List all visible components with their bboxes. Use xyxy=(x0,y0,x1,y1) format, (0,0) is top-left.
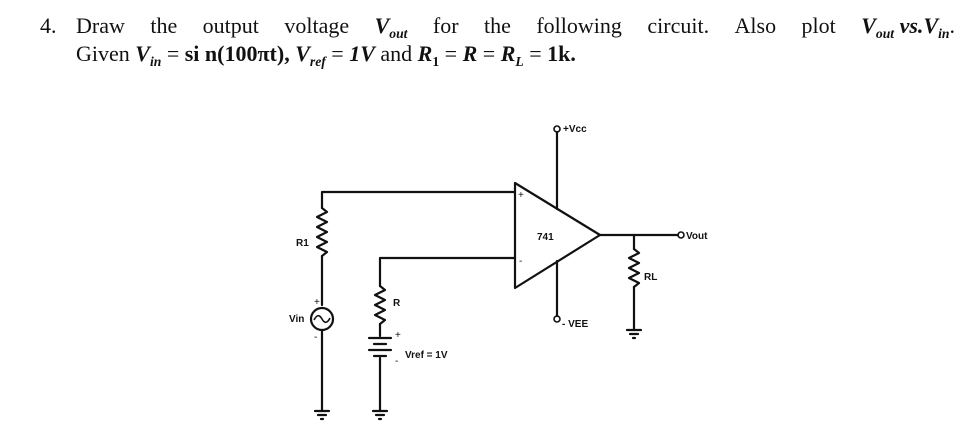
given-word: Given xyxy=(76,41,130,66)
circuit-diagram: 741 + - +Vcc - VEE Vout R1 R RL Vin Vref… xyxy=(289,124,708,421)
r1-resistor xyxy=(315,206,329,258)
rl-resistor xyxy=(627,247,641,289)
ground-icon-vref xyxy=(371,409,389,421)
question-line-2: Given Vin = si n(100πt), Vref = 1V and R… xyxy=(76,41,576,69)
vcc-label: +Vcc xyxy=(563,124,587,135)
word: output xyxy=(202,13,259,38)
vin-symbol: V xyxy=(135,41,150,66)
vout-terminal xyxy=(677,231,685,239)
vee-label: - VEE xyxy=(562,319,588,330)
word: the xyxy=(150,13,178,38)
plus-input-sign: + xyxy=(518,190,524,201)
vcc-terminal xyxy=(553,125,561,133)
battery-icon xyxy=(367,336,393,358)
vout-vs-vin: Vout vs.Vin. xyxy=(861,13,955,41)
word: voltage xyxy=(284,13,350,38)
rl-symbol: R xyxy=(500,41,516,66)
r-label: R xyxy=(393,298,401,309)
word: Also xyxy=(734,13,777,38)
noninverting-wire xyxy=(320,190,517,210)
vref-label: Vref = 1V xyxy=(405,350,448,361)
vref-value: 1V xyxy=(349,41,375,66)
ground-icon-vin xyxy=(313,409,331,421)
ground-icon-rl xyxy=(625,328,643,340)
question-line-1: 4. Draw the output voltage Vout for the … xyxy=(40,12,955,40)
vout-label: Vout xyxy=(686,231,708,242)
question-text: 4. Draw the output voltage Vout for the … xyxy=(40,12,955,68)
question-number: 4. xyxy=(40,13,57,38)
vee-terminal xyxy=(553,315,561,323)
rl-label: RL xyxy=(644,272,657,283)
r1-symbol: R xyxy=(417,41,433,66)
sin-expression: si n(100πt), xyxy=(184,41,290,66)
source-plus-sign: + xyxy=(314,297,320,308)
word: plot xyxy=(801,13,836,38)
inverting-wire xyxy=(378,256,517,288)
battery-plus-sign: + xyxy=(395,330,401,341)
word: Draw xyxy=(76,13,125,38)
vout-symbol: Vout xyxy=(374,13,408,41)
word: circuit. xyxy=(647,13,710,38)
source-minus-sign: - xyxy=(314,332,317,343)
word: for xyxy=(432,13,459,38)
opamp-label: 741 xyxy=(537,232,554,243)
vin-label: Vin xyxy=(289,314,304,325)
word: the xyxy=(484,13,511,38)
minus-input-sign: - xyxy=(519,256,522,267)
battery-minus-sign: - xyxy=(395,356,398,367)
r-resistor xyxy=(373,284,387,326)
r-symbol: R xyxy=(462,41,478,66)
r1-label: R1 xyxy=(296,238,309,249)
resistance-value: 1k. xyxy=(547,41,576,66)
word: following xyxy=(536,13,622,38)
vref-symbol: V xyxy=(289,41,310,66)
